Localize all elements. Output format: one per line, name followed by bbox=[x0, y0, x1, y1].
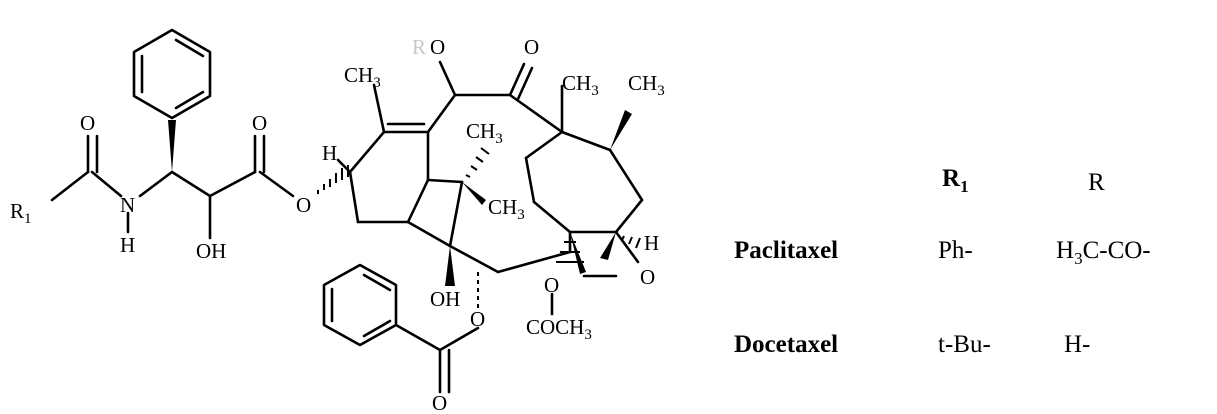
oxetane-ring bbox=[550, 230, 640, 316]
wedge-bond-phenyl bbox=[168, 120, 176, 172]
acetate-label: COCH3 bbox=[526, 315, 592, 343]
benzoate-group bbox=[322, 263, 480, 394]
benzoate-oxygen-label: O bbox=[470, 307, 485, 331]
benzoate-phenyl-ring bbox=[322, 263, 398, 347]
row-docetaxel-r1: t-Bu- bbox=[938, 331, 991, 358]
side-chain bbox=[50, 28, 295, 240]
oxetane-oxygen-label: O bbox=[640, 265, 655, 289]
amide-oxygen-label: O bbox=[80, 111, 95, 135]
table-header-r2-faint: R bbox=[1088, 169, 1105, 196]
substituent-table: R1 R Paclitaxel Ph- H3C-CO- Docetaxel t-… bbox=[734, 165, 1151, 358]
ring-a bbox=[317, 83, 430, 224]
acetate-oxygen-label: O bbox=[544, 273, 559, 297]
r2-oxygen-label: O bbox=[430, 35, 445, 59]
r1-label: R1 bbox=[10, 199, 32, 227]
hydrogen-left-label: H bbox=[322, 141, 337, 165]
phenyl-ring bbox=[132, 28, 212, 120]
r2-faint-label: R bbox=[412, 35, 426, 59]
row-docetaxel-name: Docetaxel bbox=[734, 331, 838, 358]
row-paclitaxel-name: Paclitaxel bbox=[734, 237, 838, 264]
ester-link-oxygen-label: O bbox=[296, 193, 311, 217]
ring-methyl-label: CH3 bbox=[344, 63, 381, 91]
mid-methyl-label: CH3 bbox=[488, 195, 525, 223]
core-hydroxyl-label: OH bbox=[430, 287, 460, 311]
amide-nh-label: H bbox=[120, 233, 135, 257]
methyl-top-b-label: CH3 bbox=[628, 71, 665, 99]
bridge-methyl-label: CH3 bbox=[466, 119, 503, 147]
amide-nitrogen-label: N bbox=[120, 193, 135, 217]
ketone-oxygen-label: O bbox=[524, 35, 539, 59]
table-header-r1: R1 bbox=[942, 165, 969, 196]
row-paclitaxel-r1: Ph- bbox=[938, 237, 973, 264]
row-paclitaxel-r2: H3C-CO- bbox=[1056, 237, 1151, 268]
side-hydroxyl-label: OH bbox=[196, 239, 226, 263]
benzoate-carbonyl-oxygen-label: O bbox=[432, 391, 447, 414]
side-ester-oxygen-label: O bbox=[252, 111, 267, 135]
atom-labels: R1 O N H O OH O H CH3 R O O CH3 CH3 CH3 … bbox=[10, 35, 665, 414]
row-docetaxel-r2: H- bbox=[1064, 331, 1090, 358]
ring-b bbox=[406, 60, 572, 310]
hydrogen-right-label: H bbox=[644, 231, 659, 255]
methyl-top-a-label: CH3 bbox=[562, 71, 599, 99]
ring-c bbox=[524, 84, 644, 260]
